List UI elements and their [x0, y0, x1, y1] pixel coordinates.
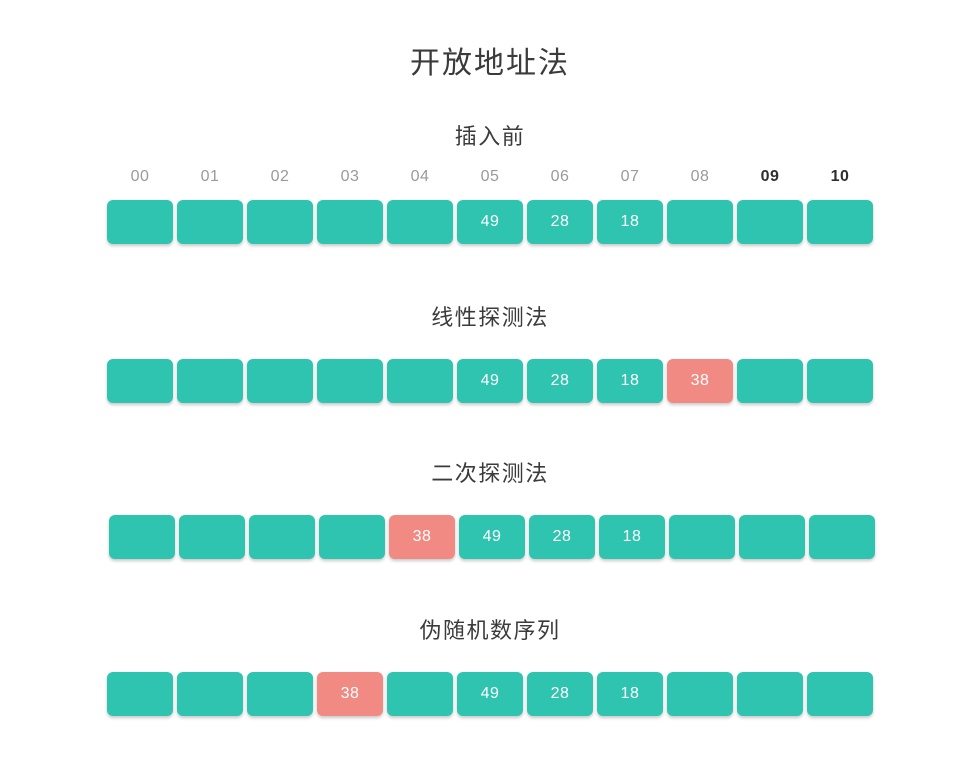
- table-cell: [247, 359, 313, 403]
- table-cell: 28: [527, 672, 593, 716]
- section-title: 二次探测法: [431, 461, 549, 486]
- index-label-09: 09: [760, 168, 780, 185]
- table-cell: [109, 515, 175, 559]
- table-cell: 49: [459, 515, 525, 559]
- table-cell: [807, 672, 873, 716]
- index-label-10: 10: [830, 168, 850, 185]
- table-cell: [319, 515, 385, 559]
- table-cell: [249, 515, 315, 559]
- table-cell-highlighted: 38: [317, 672, 383, 716]
- table-cell: [387, 359, 453, 403]
- table-cell: [667, 672, 733, 716]
- table-cell: [387, 200, 453, 244]
- section-title: 插入前: [454, 124, 526, 149]
- page-title: 开放地址法: [410, 47, 570, 80]
- table-cell-highlighted: 38: [389, 515, 455, 559]
- table-cell: [387, 672, 453, 716]
- table-cell: [807, 200, 873, 244]
- index-label-06: 06: [550, 168, 570, 185]
- table-cell: 18: [597, 200, 663, 244]
- table-cell: 28: [527, 200, 593, 244]
- index-label-07: 07: [620, 168, 640, 185]
- table-cell: [177, 672, 243, 716]
- section-title: 伪随机数序列: [419, 618, 561, 643]
- table-cell: [737, 359, 803, 403]
- table-cell-highlighted: 38: [667, 359, 733, 403]
- table-cell: [317, 359, 383, 403]
- table-cell: [737, 200, 803, 244]
- table-cell: 28: [527, 359, 593, 403]
- table-cell: 18: [597, 359, 663, 403]
- index-label-05: 05: [480, 168, 500, 185]
- table-cell: [107, 200, 173, 244]
- index-label-08: 08: [690, 168, 710, 185]
- table-cell: 49: [457, 359, 523, 403]
- table-cell: 28: [529, 515, 595, 559]
- table-cell: 18: [597, 672, 663, 716]
- index-label-02: 02: [270, 168, 290, 185]
- table-cell: [107, 359, 173, 403]
- table-cell: [807, 359, 873, 403]
- table-cell: [247, 200, 313, 244]
- index-label-03: 03: [340, 168, 360, 185]
- table-cell: [669, 515, 735, 559]
- table-cell: [177, 359, 243, 403]
- table-cell: [179, 515, 245, 559]
- table-cell: [107, 672, 173, 716]
- table-cell: [667, 200, 733, 244]
- index-label-01: 01: [200, 168, 220, 185]
- table-cell: [247, 672, 313, 716]
- index-label-04: 04: [410, 168, 430, 185]
- index-label-00: 00: [130, 168, 150, 185]
- table-cell: [739, 515, 805, 559]
- table-cell: 49: [457, 200, 523, 244]
- index-row: 00 01 02 03 04 05 06 07 08 09 10: [107, 166, 980, 188]
- table-cell: [737, 672, 803, 716]
- table-cell: [177, 200, 243, 244]
- table-cell: [317, 200, 383, 244]
- table-cell: [809, 515, 875, 559]
- table-cell: 18: [599, 515, 665, 559]
- section-title: 线性探测法: [431, 305, 549, 330]
- table-cell: 49: [457, 672, 523, 716]
